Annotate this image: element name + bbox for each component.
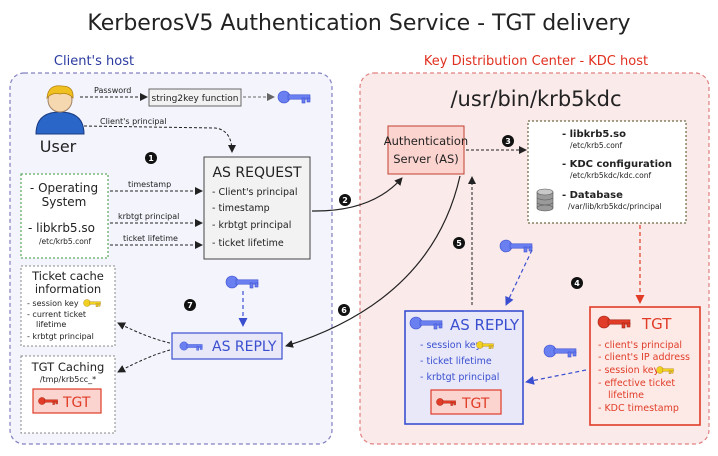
kdc-conf: - KDC configuration bbox=[562, 159, 672, 170]
as-to-client-reply-arrow bbox=[285, 175, 461, 348]
as-request-title: AS REQUEST bbox=[212, 165, 301, 181]
kdc-tgt-box bbox=[589, 306, 701, 426]
as-request-item: - ticket lifetime bbox=[212, 238, 284, 249]
kdc-reply-tgt-label: TGT bbox=[461, 396, 490, 412]
client-principal-label: Client's principal bbox=[100, 117, 167, 126]
client-host-heading: Client's host bbox=[54, 54, 134, 69]
auth-server-line-1: Authentication bbox=[384, 134, 468, 148]
user-label: User bbox=[40, 137, 77, 156]
os-line-2: System bbox=[42, 195, 87, 209]
client-as-reply-label: AS REPLY bbox=[212, 339, 277, 355]
client-tgt-label: TGT bbox=[62, 395, 91, 411]
tgt-caching-title: TGT Caching bbox=[31, 360, 105, 374]
kdc-tgt-item: - effective ticket bbox=[598, 378, 675, 389]
kdc-tgt-title: TGT bbox=[641, 315, 672, 333]
tgt-to-reply-arrow bbox=[525, 369, 587, 385]
kdc-as-reply-item: - session key bbox=[420, 340, 482, 351]
config-to-reply-arrow bbox=[505, 249, 533, 306]
kdc-as-reply-item: - krbtgt principal bbox=[420, 372, 499, 383]
string2key-box bbox=[148, 88, 242, 107]
step-3-number: 3 bbox=[505, 137, 511, 146]
request-to-as-arrow bbox=[311, 177, 403, 212]
ticket-cache-title-2: information bbox=[35, 282, 101, 296]
kdc-tgt-item: - client's IP address bbox=[598, 352, 690, 363]
user-icon bbox=[35, 85, 85, 135]
diagram-title: KerberosV5 Authentication Service - TGT … bbox=[87, 11, 630, 36]
password-label: Password bbox=[94, 86, 131, 95]
kdc-binary-path: /usr/bin/krb5kdc bbox=[450, 87, 621, 111]
os-box bbox=[20, 173, 109, 259]
ticket-cache-title-1: Ticket cache bbox=[31, 269, 104, 283]
os-line-1: - Operating bbox=[30, 181, 98, 195]
ticket-cache-item: - krbtgt principal bbox=[27, 332, 94, 341]
step-7-marker bbox=[184, 299, 196, 311]
ticket-cache-item: lifetime bbox=[36, 320, 66, 329]
auth-server-line-2: Server (AS) bbox=[393, 152, 459, 166]
step-1-marker bbox=[145, 152, 157, 164]
as-request-box bbox=[203, 156, 311, 260]
kdc-lib-path: /etc/krb5.conf bbox=[570, 141, 623, 150]
kdc-tgt-item: - session key bbox=[598, 365, 660, 376]
timestamp-label: timestamp bbox=[128, 180, 171, 189]
step-5-number: 5 bbox=[456, 239, 462, 248]
step-3-marker bbox=[502, 135, 514, 147]
ticket-cache-item: - current ticket bbox=[27, 310, 86, 319]
step-1-number: 1 bbox=[148, 154, 154, 163]
kdc-host-heading: Key Distribution Center - KDC host bbox=[424, 54, 648, 69]
auth-server-box bbox=[387, 125, 465, 175]
kdc-tgt-item: lifetime bbox=[608, 390, 644, 401]
reply-to-cache-arrow bbox=[117, 322, 171, 344]
kdc-as-reply-title: AS REPLY bbox=[450, 316, 520, 334]
kdc-config-box bbox=[527, 120, 687, 224]
database-icon bbox=[536, 188, 554, 212]
principal-arrow bbox=[83, 125, 236, 153]
krbtgt-arrow-label: krbtgt principal bbox=[118, 212, 179, 221]
kdc-lib: - libkrb5.so bbox=[562, 129, 626, 140]
as-request-item: - krbtgt principal bbox=[212, 220, 291, 231]
os-lib-path: /etc/krb5.conf bbox=[39, 237, 92, 246]
kdc-conf-path: /etc/krb5kdc/kdc.conf bbox=[570, 171, 652, 180]
step-6-marker bbox=[338, 304, 350, 316]
step-4-marker bbox=[571, 277, 583, 289]
step-7-number: 7 bbox=[187, 301, 193, 310]
step-4-number: 4 bbox=[574, 279, 580, 288]
kdc-db-path: /var/lib/krb5kdc/principal bbox=[568, 202, 662, 211]
kdc-tgt-item: - client's principal bbox=[598, 340, 682, 351]
kdc-as-reply-item: - ticket lifetime bbox=[420, 356, 492, 367]
lifetime-arrow-label: ticket lifetime bbox=[123, 234, 178, 243]
step-5-marker bbox=[453, 237, 465, 249]
step-2-number: 2 bbox=[342, 196, 348, 205]
ticket-cache-item: - session key bbox=[27, 299, 79, 308]
reply-to-caching-arrow bbox=[117, 349, 171, 373]
kdc-tgt-item: - KDC timestamp bbox=[598, 403, 679, 414]
step-2-marker bbox=[339, 194, 351, 206]
kdc-db: - Database bbox=[562, 190, 623, 201]
string2key-label: string2key function bbox=[152, 94, 239, 104]
as-request-item: - Client's principal bbox=[212, 187, 297, 198]
os-lib: - libkrb5.so bbox=[28, 221, 95, 235]
as-request-item: - timestamp bbox=[212, 203, 270, 214]
step-6-number: 6 bbox=[341, 306, 347, 315]
tgt-caching-path: /tmp/krb5cc_* bbox=[40, 375, 96, 384]
